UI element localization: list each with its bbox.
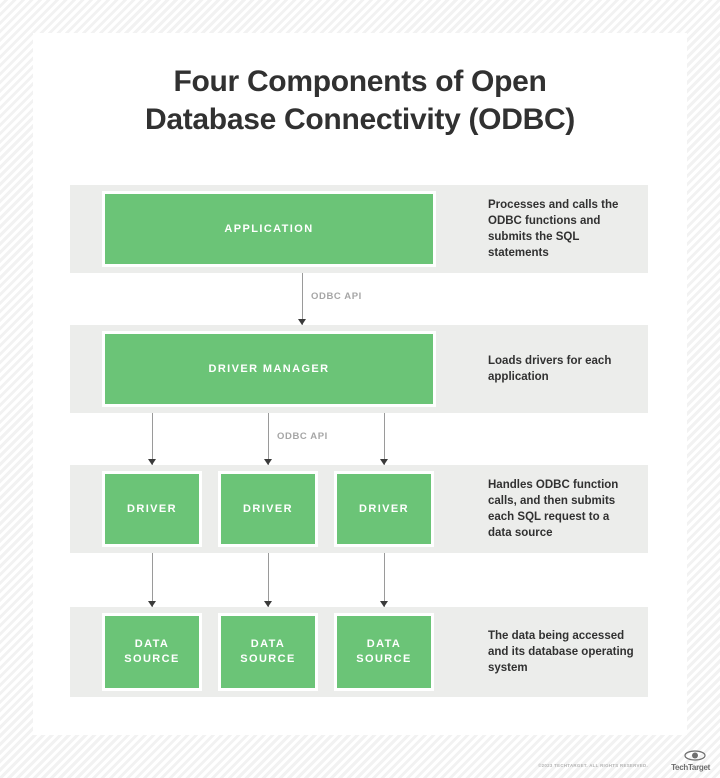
connector-manager-to-driver-1-arrowhead bbox=[148, 459, 156, 465]
connector-manager-to-driver-2-arrowhead bbox=[264, 459, 272, 465]
connector-driver-1-to-source-1-arrowhead bbox=[148, 601, 156, 607]
description-data-source: The data being accessed and its database… bbox=[488, 630, 634, 674]
techtarget-wordmark: TechTarget bbox=[671, 763, 710, 772]
connector-application-to-manager bbox=[302, 273, 303, 325]
row-driver: DRIVER DRIVER DRIVER Handles ODBC functi… bbox=[70, 465, 648, 553]
eye-icon bbox=[684, 750, 706, 761]
connector-manager-to-driver-3 bbox=[384, 413, 385, 465]
page-title: Four Components of Open Database Connect… bbox=[33, 63, 687, 139]
box-driver-1[interactable]: DRIVER bbox=[102, 471, 202, 547]
footer: ©2023 TECHTARGET. ALL RIGHTS RESERVED. T… bbox=[0, 750, 720, 774]
connector-driver-2-to-source-2-arrowhead bbox=[264, 601, 272, 607]
connector-manager-to-driver-1 bbox=[152, 413, 153, 465]
connector-application-to-manager-arrowhead bbox=[298, 319, 306, 325]
box-application[interactable]: APPLICATION bbox=[102, 191, 436, 267]
box-data-source-3[interactable]: DATA SOURCE bbox=[334, 613, 434, 691]
connector-driver-3-to-source-3-arrowhead bbox=[380, 601, 388, 607]
connector-driver-3-to-source-3 bbox=[384, 553, 385, 607]
connector-driver-2-to-source-2 bbox=[268, 553, 269, 607]
description-driver: Handles ODBC function calls, and then su… bbox=[488, 479, 619, 539]
page-title-line-2: Database Connectivity (ODBC) bbox=[144, 103, 575, 136]
connector-manager-to-driver-2 bbox=[268, 413, 269, 465]
connector-manager-to-driver-3-arrowhead bbox=[380, 459, 388, 465]
row-application: APPLICATION Processes and calls the ODBC… bbox=[70, 185, 648, 273]
row-data-source: DATA SOURCE DATA SOURCE DATA SOURCE The … bbox=[70, 607, 648, 697]
techtarget-logo: TechTarget bbox=[652, 750, 710, 772]
row-driver-manager: DRIVER MANAGER Loads drivers for each ap… bbox=[70, 325, 648, 413]
row-data-source-boxes: DATA SOURCE DATA SOURCE DATA SOURCE bbox=[102, 613, 434, 691]
box-driver-3[interactable]: DRIVER bbox=[334, 471, 434, 547]
connector-label-odbc-api-2: ODBC API bbox=[277, 431, 328, 442]
page-title-line-1: Four Components of Open bbox=[173, 65, 547, 98]
description-application: Processes and calls the ODBC functions a… bbox=[488, 199, 619, 259]
box-driver-2[interactable]: DRIVER bbox=[218, 471, 318, 547]
box-driver-manager[interactable]: DRIVER MANAGER bbox=[102, 331, 436, 407]
box-data-source-2[interactable]: DATA SOURCE bbox=[218, 613, 318, 691]
box-data-source-1[interactable]: DATA SOURCE bbox=[102, 613, 202, 691]
connector-label-odbc-api-1: ODBC API bbox=[311, 291, 362, 302]
copyright-text: ©2023 TECHTARGET. ALL RIGHTS RESERVED. bbox=[538, 763, 648, 768]
row-application-boxes: APPLICATION bbox=[102, 191, 436, 267]
connector-driver-1-to-source-1 bbox=[152, 553, 153, 607]
diagram-card: Four Components of Open Database Connect… bbox=[33, 33, 687, 735]
description-driver-manager: Loads drivers for each application bbox=[488, 355, 612, 383]
row-driver-boxes: DRIVER DRIVER DRIVER bbox=[102, 471, 434, 547]
row-driver-manager-boxes: DRIVER MANAGER bbox=[102, 331, 436, 407]
